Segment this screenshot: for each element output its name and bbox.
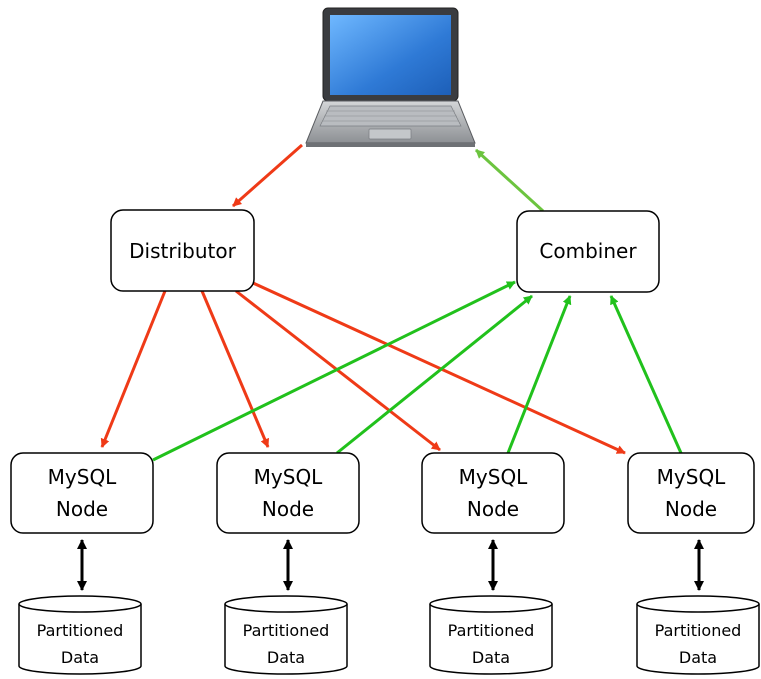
combiner-label: Combiner	[539, 239, 637, 263]
mysql-node-1: MySQL Node	[10, 452, 154, 534]
database-sublabel: Data	[472, 648, 510, 667]
combine-arrows	[152, 280, 683, 462]
mysql-node-4: MySQL Node	[627, 452, 755, 534]
database-sublabel: Data	[267, 648, 305, 667]
request-arrow-to-distributor	[232, 143, 303, 208]
mysql-node-2: MySQL Node	[216, 452, 360, 534]
mysql-node-sublabel: Node	[56, 497, 108, 521]
database-sublabel: Data	[61, 648, 99, 667]
database-label: Partitioned	[655, 621, 742, 640]
mysql-node-sublabel: Node	[467, 497, 519, 521]
mysql-node-label: MySQL	[459, 465, 529, 489]
mysql-node-label: MySQL	[254, 465, 324, 489]
mysql-node-label: MySQL	[657, 465, 727, 489]
combiner-box: Combiner	[516, 210, 660, 293]
mysql-node-3: MySQL Node	[421, 452, 565, 534]
laptop-icon	[305, 7, 476, 147]
mysql-node-label: MySQL	[48, 465, 118, 489]
database-label: Partitioned	[243, 621, 330, 640]
response-arrow-to-client	[474, 148, 545, 213]
database-2: Partitioned Data	[224, 595, 348, 675]
database-label: Partitioned	[448, 621, 535, 640]
storage-arrows	[77, 539, 704, 591]
database-label: Partitioned	[37, 621, 124, 640]
distributor-label: Distributor	[129, 239, 236, 263]
database-4: Partitioned Data	[636, 595, 760, 675]
database-1: Partitioned Data	[18, 595, 142, 675]
mysql-node-sublabel: Node	[262, 497, 314, 521]
mysql-node-sublabel: Node	[665, 497, 717, 521]
distributor-box: Distributor	[110, 209, 255, 292]
distribution-arrows	[100, 281, 626, 455]
database-3: Partitioned Data	[429, 595, 553, 675]
database-sublabel: Data	[679, 648, 717, 667]
